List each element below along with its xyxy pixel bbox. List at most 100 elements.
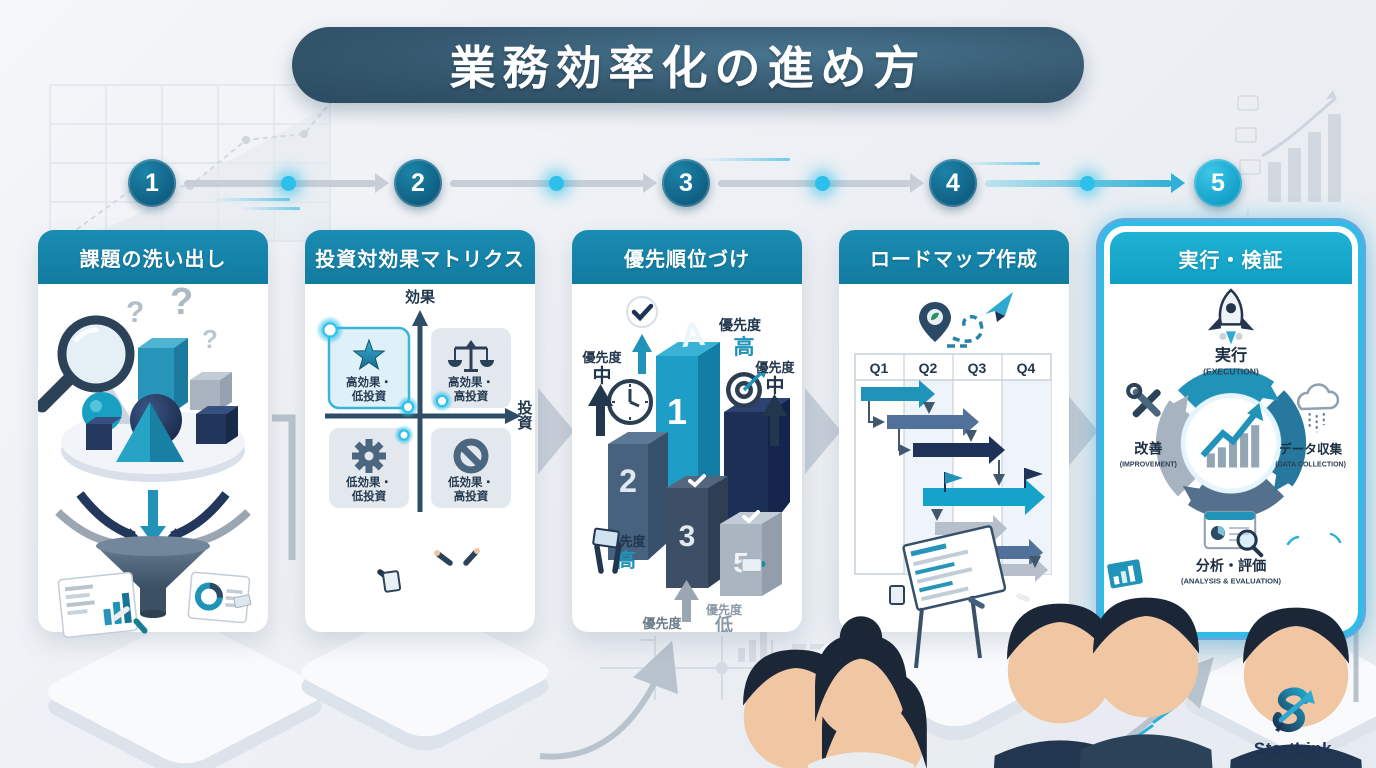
quarter-label: Q1 [870,360,889,376]
quadrant-label: 低効果・ [345,475,392,489]
axis-label-effect: 効果 [405,288,436,306]
card-step2-graphic: 効果 投資 [316,288,533,512]
priority-label: 優先度 [754,360,795,375]
priority-value: 中 [592,364,611,387]
quarter-label: Q2 [919,360,938,376]
milestone-flag [944,468,1043,492]
quadrant-label: 高効果・ [448,375,494,389]
cloud-data-icon [1296,383,1340,433]
clock-icon [607,379,653,425]
startlink-logo-icon [1272,687,1315,732]
step-number: 4 [946,168,960,197]
priority-label: 優先度 [718,317,762,333]
priority-value: 中 [765,374,784,397]
rocket-icon [1207,288,1255,345]
quadrant-label: 高効果・ [346,375,392,389]
problem-shapes [82,338,238,462]
step-circle-2: 2 [394,159,442,207]
person [112,606,919,768]
quadrant-label: 低投資 [351,489,387,503]
quarter-label: Q3 [968,360,987,376]
step-number: 1 [145,168,159,197]
priority-value: 高 [616,548,636,572]
priority-label: 優先度 [705,602,743,617]
magnifier-icon [38,315,135,413]
up-arrow-teal [632,334,652,374]
quadrant-high-effect-low-investment [327,326,411,410]
title-banner: 業務効率化の進め方 [292,27,1084,103]
step-circle-3: 3 [662,159,710,207]
step-number: 2 [411,168,425,197]
step-connector-1-2 [184,173,389,193]
cycle-label-en: (EXECUTION) [1203,367,1259,377]
cycle-label-jp: 分析・評価 [1196,557,1267,573]
quadrant-label: 高投資 [454,489,489,503]
question-mark: ? [170,284,193,323]
tools-icon [1126,382,1161,418]
brand-logo: StartLink [1228,686,1358,762]
cycle-label-jp: 改善 [1134,440,1162,456]
gear-icon [352,439,386,473]
step-circle-5: 5 [1194,159,1242,207]
speed-streak [960,162,1040,165]
step-number: 3 [679,168,693,197]
rank-top-letter: A [679,315,707,355]
cycle-label-en: (IMPROVEMENT) [1120,462,1177,469]
card-step1: 課題の洗い出し ? ? ? [38,230,268,632]
speed-streak [700,158,790,161]
quadrant-label: 高投資 [454,389,489,403]
glow-dot [1080,176,1095,191]
decorative-line-chart [49,84,337,242]
axis-label-investment: 投資 [516,399,533,431]
priority-label: 優先度 [641,616,682,631]
quadrant-label: 低投資 [351,389,387,403]
card-title: 実行・検証 [1178,249,1284,272]
card-step4-header: ロードマップ作成 [839,230,1069,284]
glow-dot [316,316,453,445]
glow-dot [815,176,830,191]
speed-dash [1130,704,1178,742]
report-magnifier-icon [1203,510,1264,558]
card-title: 優先順位づけ [624,248,750,271]
rank-number: 5 [733,547,749,578]
card-step3-graphic: A 1 2 3 [581,296,795,632]
priority-label: 優先度 [605,534,646,549]
matrix-axes [325,310,521,512]
target-icon [726,368,768,408]
priority-value: 高 [734,335,755,359]
scales-icon [448,340,494,372]
cycle-label-jp: 実行 [1215,346,1247,365]
rank-number: 2 [619,463,637,499]
priority-arrow [588,384,787,622]
quadrant-label: 低効果・ [447,475,494,489]
card-step2-header: 投資対効果マトリクス [305,230,535,284]
speed-streak [240,207,300,210]
card-step5-header: 実行・検証 [1110,232,1352,284]
glow-dot [549,176,564,191]
step-connector-2-3 [450,173,657,193]
funnel-icon [96,536,210,618]
page-title: 業務効率化の進め方 [449,42,927,94]
speed-streak [210,198,290,201]
pdca-cycle-ring [1155,368,1307,519]
brand-name: StartLink [1253,739,1333,758]
question-mark: ? [126,296,144,329]
question-mark: ? [202,324,218,354]
cycle-label-jp: データ収集 [1279,441,1342,456]
card-step1-header: 課題の洗い出し [38,230,268,284]
card-step5: 実行・検証 [1110,232,1352,626]
ban-icon [453,438,489,474]
cycle-label-en: (DATA COLLECTION) [1275,462,1346,469]
priority-label: 優先度 [581,350,622,365]
priority-value: 低 [714,614,733,632]
rank-number: 1 [667,391,687,432]
step-number: 5 [1211,168,1225,197]
card-step3-header: 優先順位づけ [572,230,802,284]
paper-plane-icon [985,292,1013,322]
step-circle-1: 1 [128,159,176,207]
quarter-label: Q4 [1017,360,1036,376]
growth-chart-icon [1180,392,1282,494]
card-step5-highlight: 実行・検証 [1099,221,1363,637]
card-title: 投資対効果マトリクス [315,248,525,271]
